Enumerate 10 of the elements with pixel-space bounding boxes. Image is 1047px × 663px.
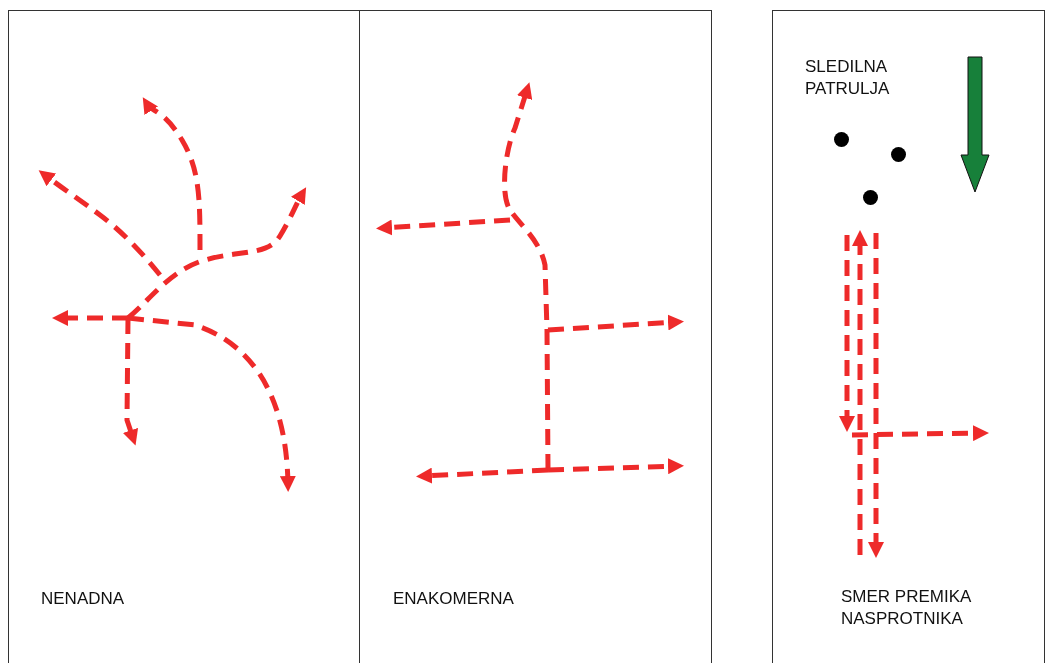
caption-text: NENADNA — [41, 588, 126, 610]
panel-frame — [8, 10, 360, 663]
patrol-member-dot — [891, 147, 906, 162]
caption-text: SLEDILNA PATRULJA — [805, 56, 891, 100]
patrol-member-dot — [834, 132, 849, 147]
panel-frame — [359, 10, 712, 663]
panel-frame — [772, 10, 1045, 663]
caption-text: ENAKOMERNA — [393, 588, 515, 610]
caption-text: SMER PREMIKA NASPROTNIKA — [841, 586, 972, 630]
patrol-member-dot — [863, 190, 878, 205]
